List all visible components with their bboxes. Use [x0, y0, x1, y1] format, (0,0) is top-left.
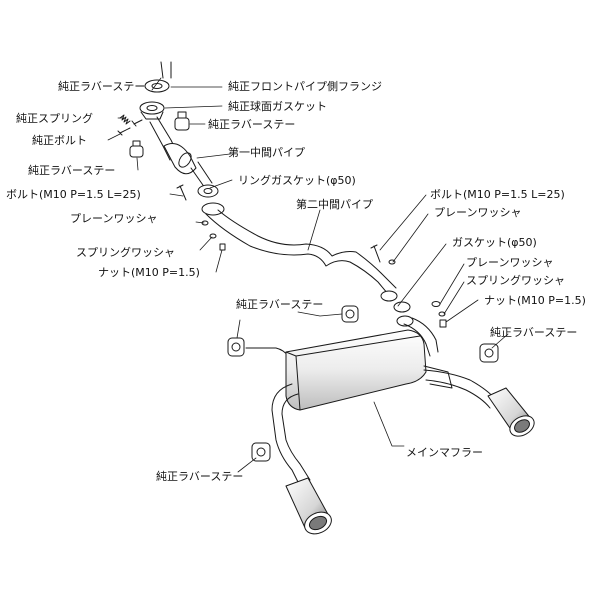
- rubber-stay-left-part: [129, 140, 144, 158]
- label-spring: 純正スプリング: [16, 112, 93, 125]
- left-tail-tip: [285, 477, 332, 535]
- label-main-muffler: メインマフラー: [406, 446, 483, 459]
- first-mid-pipe-shape: [149, 116, 219, 198]
- right-tail-tip: [487, 387, 535, 437]
- spherical-gasket: [139, 101, 165, 120]
- rubber-stay-top-part: [174, 111, 190, 131]
- label-plain-washer-right2: プレーンワッシャ: [466, 256, 554, 269]
- front-pipe-flange: [144, 61, 172, 93]
- label-gasket-right: ガスケット(φ50): [452, 236, 537, 249]
- main-muffler-shape: [245, 317, 497, 487]
- label-rubber-stay-3: 純正ラバーステー: [28, 164, 116, 177]
- rubber-stay-mid-part: [341, 305, 359, 323]
- rubber-stay-bottom-part: [251, 442, 271, 462]
- label-bolt-left: ボルト(M10 P=1.5 L=25): [6, 188, 141, 201]
- label-nut-right: ナット(M10 P=1.5): [484, 294, 586, 307]
- label-ring-gasket: リングガスケット(φ50): [238, 174, 356, 187]
- label-rubber-stay-bottom: 純正ラバーステー: [156, 470, 244, 483]
- label-rubber-stay-right: 純正ラバーステー: [490, 326, 578, 339]
- left-fastener-stack: [176, 184, 226, 251]
- label-rubber-stay-mid: 純正ラバーステー: [236, 298, 324, 311]
- label-first-mid-pipe: 第一中間パイプ: [228, 146, 305, 159]
- label-nut-left: ナット(M10 P=1.5): [98, 266, 200, 279]
- label-plain-washer-left: プレーンワッシャ: [70, 212, 158, 225]
- second-mid-pipe-shape: [201, 202, 414, 327]
- label-bolt: 純正ボルト: [32, 134, 87, 147]
- right-fastener-stack: [370, 244, 447, 328]
- label-bolt-right: ボルト(M10 P=1.5 L=25): [430, 188, 565, 201]
- label-second-mid-pipe: 第二中間パイプ: [296, 198, 373, 211]
- label-spring-washer-right: スプリングワッシャ: [466, 274, 565, 287]
- label-front-pipe-flange: 純正フロントパイプ側フランジ: [228, 80, 382, 93]
- bolt-part: [117, 119, 143, 136]
- spring-part: [119, 114, 131, 125]
- label-rubber-stay-top: 純正ラバーステー: [58, 80, 146, 93]
- leader-lines: [107, 77, 509, 473]
- label-spring-washer-left: スプリングワッシャ: [76, 246, 175, 259]
- label-spherical-gasket: 純正球面ガスケット: [228, 100, 327, 113]
- rubber-stay-left-mid-part: [227, 337, 245, 357]
- label-plain-washer-right: プレーンワッシャ: [434, 206, 522, 219]
- rubber-stay-right-part: [479, 343, 499, 363]
- label-rubber-stay-2: 純正ラバーステー: [208, 118, 296, 131]
